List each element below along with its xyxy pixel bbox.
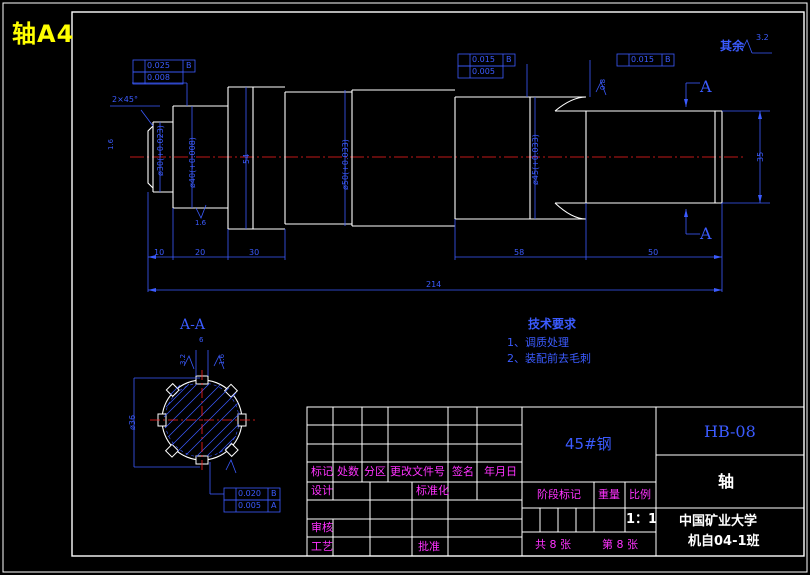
tb-header-sign: 签名 <box>452 465 474 478</box>
tb-header-count: 处数 <box>337 465 359 478</box>
material-label: 45#钢 <box>565 435 612 453</box>
tb-sheet-number: 第 8 张 <box>602 538 638 551</box>
tb-process: 工艺 <box>311 540 333 553</box>
tb-design: 设计 <box>311 484 333 497</box>
dim-section-width: 6 <box>199 336 204 344</box>
tol-left-1-ref: B <box>186 61 192 70</box>
dim-len-58: 58 <box>514 248 525 257</box>
tol-mid-2: 0.005 <box>472 67 495 76</box>
tolerance-frames <box>132 53 675 513</box>
dim-len-30: 30 <box>249 248 260 257</box>
tb-school: 中国矿业大学 <box>679 514 758 529</box>
dim-len-10: 10 <box>154 248 165 257</box>
tol-section-2-ref: A <box>271 501 277 510</box>
dim-r1: 1.6 <box>195 219 207 227</box>
tb-review: 审核 <box>311 521 333 534</box>
dim-d5: ø45(+0.033) <box>531 134 540 185</box>
tb-scale-label: 比例 <box>629 488 651 501</box>
tol-left-1: 0.025 <box>147 61 170 70</box>
tol-right-1: 0.015 <box>631 55 654 64</box>
tb-header-mark: 标记 <box>311 465 333 478</box>
dim-d1: ø30(+0.023) <box>156 125 165 176</box>
tol-mid-1: 0.015 <box>472 55 495 64</box>
tb-scale-value: 1：1 <box>626 512 658 527</box>
dim-r3: 1.6 <box>107 138 115 150</box>
dim-section-r1: 3.2 <box>179 353 187 365</box>
dim-total: 214 <box>426 280 442 289</box>
dimension-lines <box>110 39 772 292</box>
tb-header-zone: 分区 <box>364 465 386 478</box>
tech-req-title: 技术要求 <box>528 317 577 331</box>
surface-rest-label: 其余 <box>720 39 745 53</box>
tol-mid-1-ref: B <box>506 55 512 64</box>
dim-d4: ø50(+0.033) <box>341 139 350 190</box>
section-mark-bottom: A <box>700 224 712 243</box>
tb-approve: 批准 <box>418 540 440 553</box>
dim-section-r2: 1.6 <box>218 353 226 365</box>
tol-section-1-ref: B <box>271 489 277 498</box>
section-view-label: A-A <box>180 317 205 333</box>
part-name: 轴 <box>718 472 735 491</box>
dim-len-20: 20 <box>195 248 206 257</box>
tb-class: 机自04-1班 <box>688 534 760 549</box>
dim-d6: 35 <box>756 151 765 162</box>
tech-req-item-2: 2、装配前去毛刺 <box>507 352 591 365</box>
section-hatching <box>163 383 241 458</box>
tol-left-2: 0.008 <box>147 73 170 82</box>
sheet-title: 轴A4 <box>12 20 75 48</box>
tb-header-docno: 更改文件号 <box>390 465 445 478</box>
shaft-outline <box>147 86 723 230</box>
tech-req-item-1: 1、调质处理 <box>507 336 569 349</box>
title-block <box>306 406 805 557</box>
dim-len-50: 50 <box>648 248 659 257</box>
surface-roughness-value: 3.2 <box>756 33 769 42</box>
tb-stage-mark: 阶段标记 <box>537 488 581 501</box>
tb-standard: 标准化 <box>416 484 449 497</box>
section-view <box>133 350 256 495</box>
tol-section-2: 0.005 <box>238 501 261 510</box>
dimension-arrows <box>148 99 762 292</box>
dim-d3: 54 <box>242 153 251 164</box>
tol-right-1-ref: B <box>665 55 671 64</box>
tol-section-1: 0.020 <box>238 489 261 498</box>
tb-header-date: 年月日 <box>484 465 517 478</box>
tb-total-sheets: 共 8 张 <box>535 538 571 551</box>
tb-weight: 重量 <box>598 488 620 501</box>
drawing-number: HB-08 <box>704 422 756 441</box>
section-mark-top: A <box>700 77 712 96</box>
dim-section-d: ø36 <box>128 414 137 430</box>
dim-r2: 0.8 <box>599 78 607 90</box>
dim-chamfer: 2×45° <box>112 95 138 104</box>
dim-d2: ø40(+0.008) <box>188 137 197 188</box>
